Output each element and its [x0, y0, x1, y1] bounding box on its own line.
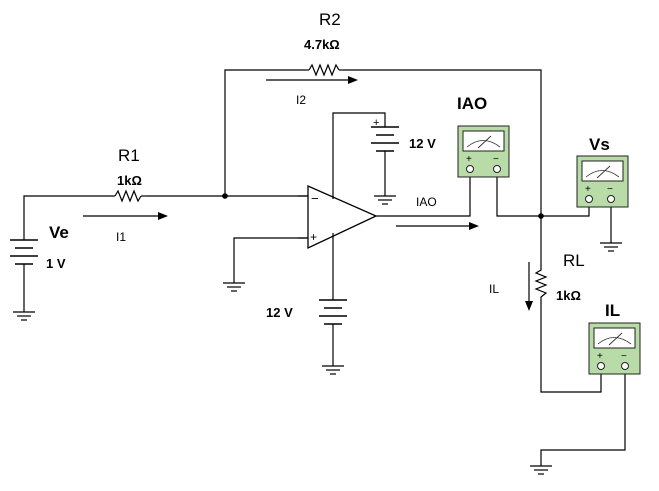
current-arrow-i2 [266, 76, 358, 84]
i1-label: I1 [116, 230, 126, 244]
ground-symbol [13, 311, 35, 321]
iao-current-label: IAO [416, 195, 437, 209]
r1-name-label: R1 [118, 146, 140, 165]
iao-meter-title: IAO [457, 94, 487, 113]
ammeter-il[interactable] [588, 322, 641, 375]
junction-dot [222, 193, 228, 199]
voltmeter-vs[interactable] [576, 155, 629, 208]
ve-value-label: 1 V [46, 256, 66, 271]
ammeter-il-minus: − [621, 351, 627, 362]
supply-neg-label: 12 V [266, 305, 293, 320]
voltmeter-vs-plus: + [585, 184, 591, 195]
wires [23, 69, 626, 466]
battery-ve-symbol [10, 235, 38, 268]
ammeter-il-plus: + [597, 351, 603, 362]
ground-symbol [530, 465, 552, 475]
i2-label: I2 [296, 93, 306, 107]
current-arrow-i1 [83, 212, 168, 220]
ground-symbol [322, 365, 344, 375]
opamp-symbol [298, 172, 378, 260]
current-arrow-iao [396, 222, 479, 230]
rl-value-label: 1kΩ [556, 288, 581, 303]
battery-supply-neg-symbol [319, 299, 347, 325]
il-current-label: IL [489, 282, 499, 296]
supply-pos-label: 12 V [409, 136, 436, 151]
ammeter-iao[interactable] [457, 125, 510, 178]
r2-value-label: 4.7kΩ [304, 37, 340, 52]
resistor-rl-symbol [534, 266, 548, 304]
ground-symbol [223, 282, 245, 292]
resistor-r1-symbol [95, 189, 147, 203]
r2-name-label: R2 [319, 10, 341, 29]
rl-name-label: RL [563, 251, 585, 270]
opamp-minus-label: − [311, 191, 319, 206]
battery-supply-pos-symbol: + [371, 117, 399, 156]
il-meter-title: IL [605, 301, 620, 320]
ground-symbol [600, 242, 622, 252]
vs-meter-title: Vs [589, 135, 610, 154]
svg-text:+: + [373, 117, 379, 129]
voltmeter-vs-minus: − [607, 184, 613, 195]
ammeter-iao-minus: − [493, 154, 499, 165]
ve-name-label: Ve [49, 223, 69, 242]
opamp-plus-label: + [310, 230, 317, 244]
ammeter-iao-plus: + [466, 154, 472, 165]
current-arrow-il [525, 262, 533, 311]
r1-value-label: 1kΩ [117, 173, 142, 188]
junction-dot [538, 213, 544, 219]
resistor-r2-symbol [305, 63, 343, 77]
ground-symbol [374, 195, 396, 205]
